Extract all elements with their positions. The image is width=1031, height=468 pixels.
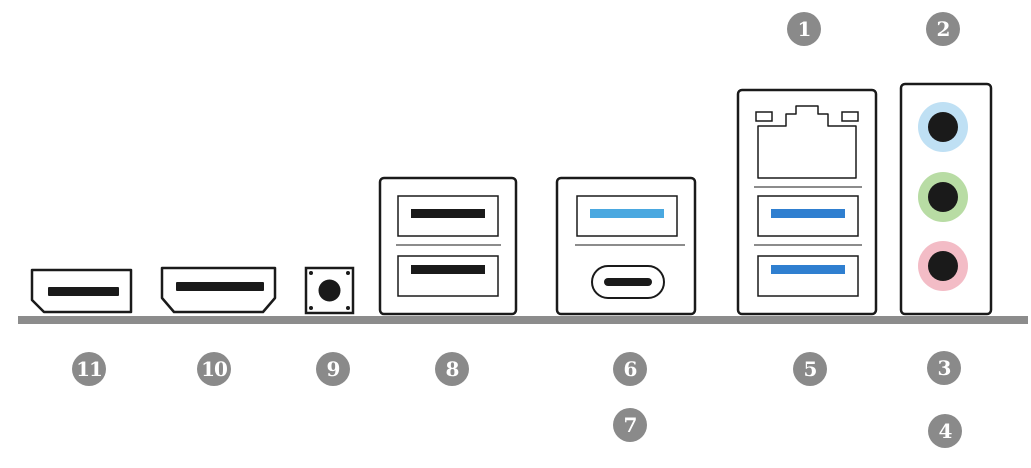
callout-badge-5: 5 xyxy=(793,352,827,386)
clear-cmos-button xyxy=(304,266,355,315)
usb-3-and-type-c-ports xyxy=(555,176,697,316)
callout-badge-2: 2 xyxy=(926,12,960,46)
audio-jacks xyxy=(899,82,993,316)
callout-badge-1: 1 xyxy=(787,12,821,46)
callout-badge-9: 9 xyxy=(316,352,350,386)
hdmi-port xyxy=(160,266,277,314)
callout-badge-10: 10 xyxy=(197,352,231,386)
callout-badge-3: 3 xyxy=(927,351,961,385)
callout-badge-4: 4 xyxy=(928,414,962,448)
callout-badge-7: 7 xyxy=(613,408,647,442)
usb-2-ports xyxy=(378,176,518,316)
io-shield-baseline xyxy=(18,316,1028,324)
callout-badge-8: 8 xyxy=(435,352,469,386)
lan-and-usb-3-ports xyxy=(736,88,878,316)
callout-badge-6: 6 xyxy=(613,352,647,386)
displayport xyxy=(30,268,133,314)
callout-badge-11: 11 xyxy=(72,352,106,386)
